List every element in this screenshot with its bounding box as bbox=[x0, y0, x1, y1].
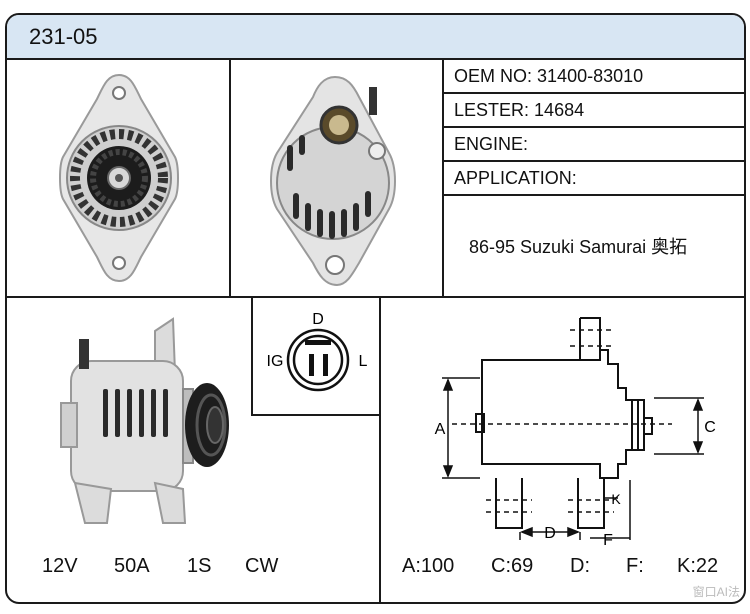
divider bbox=[379, 298, 381, 602]
dimension-label-c: C bbox=[704, 419, 716, 436]
engine-row: ENGINE: bbox=[454, 134, 528, 155]
divider bbox=[229, 58, 231, 298]
product-card: 231-05 OEM NO: 31400-83010 LESTER: 14684… bbox=[5, 13, 746, 604]
spec-k-label: K: bbox=[677, 555, 696, 577]
dimension-label-d: D bbox=[544, 525, 556, 542]
spec-c: C:69 bbox=[491, 555, 533, 578]
dimension-label-f: F bbox=[603, 532, 613, 549]
oem-label: OEM NO: bbox=[454, 66, 533, 86]
divider bbox=[444, 194, 744, 196]
spec-k-value: 22 bbox=[695, 555, 719, 577]
spec-voltage: 12V bbox=[42, 555, 78, 577]
connector-label-top: D bbox=[312, 311, 324, 328]
spec-a: A:100 bbox=[402, 555, 454, 578]
spec-rotation: CW bbox=[245, 555, 279, 577]
lester-value: 14684 bbox=[534, 100, 585, 120]
connector-diagram: D IG L bbox=[267, 311, 368, 392]
spec-d: D: bbox=[570, 555, 590, 578]
spec-f-label: F: bbox=[626, 555, 644, 577]
watermark: 窗口AI法 bbox=[692, 585, 740, 599]
spec-k: K:22 bbox=[677, 555, 718, 578]
spec-a-value: 100 bbox=[420, 555, 455, 577]
alternator-front-photo bbox=[59, 73, 179, 283]
part-number: 231-05 bbox=[29, 24, 98, 49]
dimension-drawing: A C D F K bbox=[435, 317, 716, 549]
divider bbox=[7, 296, 744, 298]
lester-label: LESTER: bbox=[454, 100, 530, 120]
dimension-label-k: K bbox=[611, 491, 621, 507]
title-bar: 231-05 bbox=[7, 15, 744, 60]
alternator-side-photo bbox=[60, 317, 229, 524]
divider bbox=[251, 298, 253, 416]
oem-value: 31400-83010 bbox=[537, 66, 644, 86]
divider bbox=[442, 58, 444, 298]
divider bbox=[444, 160, 744, 162]
alternator-rear-photo bbox=[270, 75, 396, 287]
divider bbox=[251, 414, 381, 416]
lester-row: LESTER: 14684 bbox=[454, 100, 584, 121]
spec-c-value: 69 bbox=[511, 555, 534, 577]
dimension-label-a: A bbox=[435, 421, 446, 438]
spec-amperage: 50A bbox=[114, 555, 150, 577]
spec-c-label: C: bbox=[491, 555, 511, 577]
application-label: APPLICATION: bbox=[454, 168, 577, 188]
connector-label-left: IG bbox=[267, 353, 284, 370]
spec-f: F: bbox=[626, 555, 644, 578]
divider bbox=[444, 92, 744, 94]
connector-label-right: L bbox=[359, 353, 368, 370]
divider bbox=[444, 126, 744, 128]
oem-row: OEM NO: 31400-83010 bbox=[454, 66, 643, 87]
engine-label: ENGINE: bbox=[454, 134, 529, 154]
application-value: 86-95 Suzuki Samurai 奥拓 bbox=[469, 237, 688, 257]
application-row: APPLICATION: bbox=[454, 168, 577, 189]
spec-a-label: A: bbox=[402, 555, 421, 577]
spec-d-label: D: bbox=[570, 555, 590, 577]
spec-pulley: 1S bbox=[187, 555, 212, 577]
